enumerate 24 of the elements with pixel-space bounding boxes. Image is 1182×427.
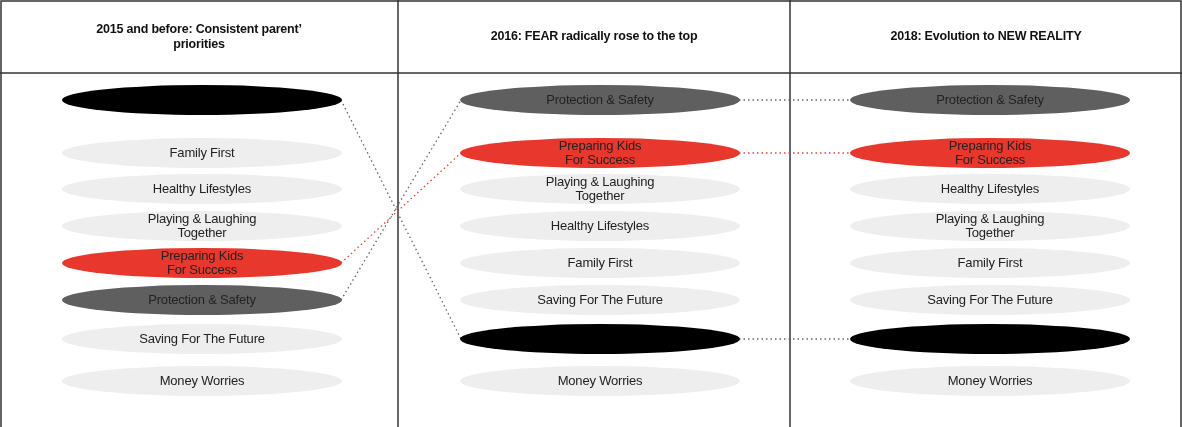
priority-label: Preparing Kids For Success [159, 249, 245, 277]
priority-label: Money Worries [557, 374, 643, 388]
priority-label: Protection & Safety [148, 293, 256, 307]
priority-label: Protection & Safety [546, 93, 654, 107]
priority-label: Playing & Laughing Together [544, 175, 656, 203]
priority-label: Money Worries [159, 374, 245, 388]
priority-label: Money Worries [947, 374, 1033, 388]
priority-label: Healthy Lifestyles [550, 219, 650, 233]
priority-label: Family First [567, 256, 633, 270]
priority-label: Saving For The Future [537, 293, 663, 307]
priority-label: Preparing Kids For Success [557, 139, 643, 167]
column-heading: 2018: Evolution to NEW REALITY [890, 29, 1082, 44]
priority-label: Playing & Laughing Together [146, 212, 258, 240]
column-heading: 2016: FEAR radically rose to the top [490, 29, 698, 44]
priority-label: Protection & Safety [936, 93, 1044, 107]
priority-label: Saving For The Future [927, 293, 1053, 307]
priority-label: Preparing Kids For Success [947, 139, 1033, 167]
priority-label: Family First [169, 146, 235, 160]
priority-label: Playing & Laughing Together [934, 212, 1046, 240]
priority-label: Saving For The Future [139, 332, 265, 346]
priority-label: Healthy Lifestyles [152, 182, 252, 196]
column-heading: 2015 and before: Consistent parent’ priorities [95, 22, 303, 51]
priority-label: Healthy Lifestyles [940, 182, 1040, 196]
priority-label: Family First [957, 256, 1023, 270]
